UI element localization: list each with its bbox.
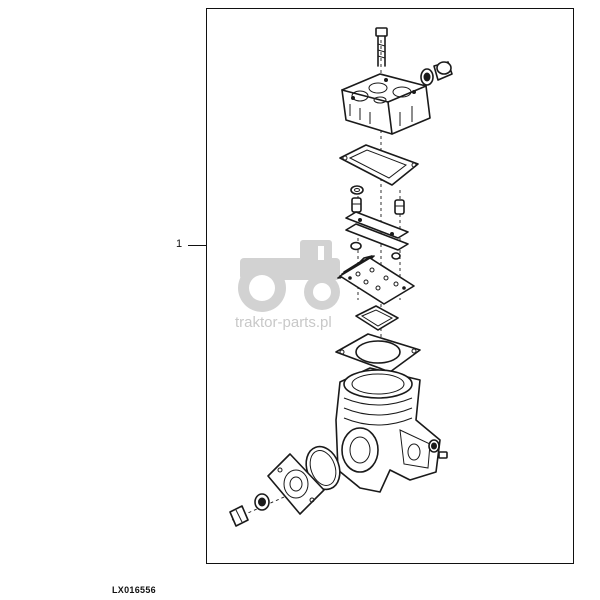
thin-gasket xyxy=(355,305,399,331)
top-bolt xyxy=(375,27,388,67)
valve-plate-bolts xyxy=(351,197,405,215)
figure-code: LX016556 xyxy=(112,585,156,595)
valve-plate xyxy=(337,255,415,305)
drawing-frame xyxy=(206,8,574,564)
callout-number: 1 xyxy=(176,238,183,250)
reed-valve-strips xyxy=(345,211,409,251)
head-plug-and-seal xyxy=(420,61,453,86)
compressor-crankcase xyxy=(335,367,441,493)
side-bolt-and-washer xyxy=(428,439,448,459)
cylinder-head xyxy=(341,73,431,135)
end-cover-plate xyxy=(267,453,325,515)
small-washer xyxy=(350,185,364,195)
shaft-seal-and-nut xyxy=(229,493,270,527)
callout-leader-line xyxy=(188,245,206,246)
upper-gasket xyxy=(339,144,419,186)
small-washers xyxy=(350,241,401,260)
watermark-text: traktor-parts.pl xyxy=(235,314,332,331)
cylinder-gasket xyxy=(335,333,421,373)
watermark-tractor-logo xyxy=(238,240,340,312)
